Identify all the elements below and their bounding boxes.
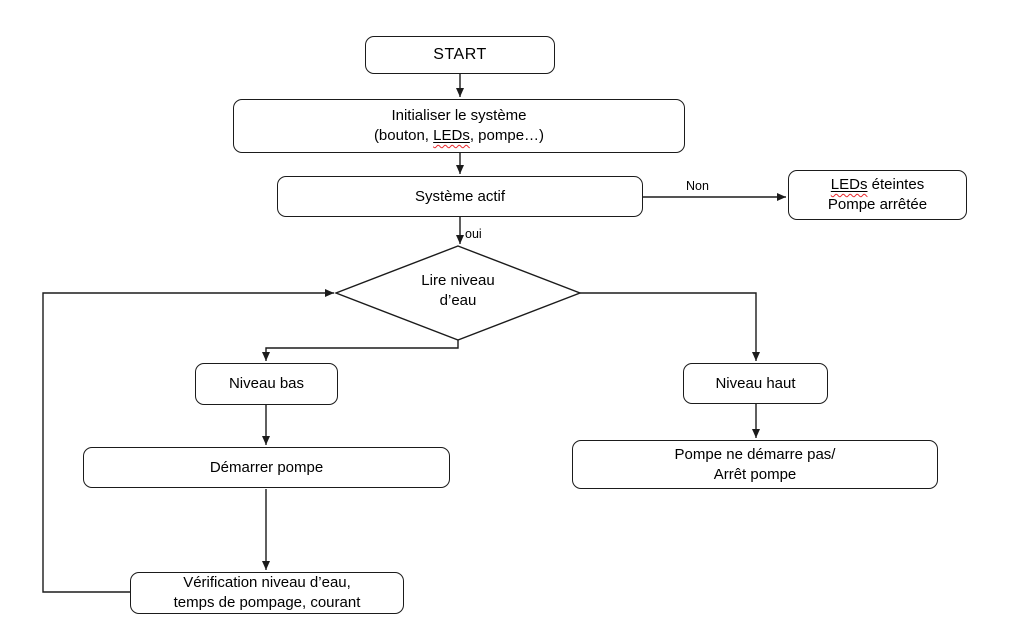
node-lire-niveau-deau: Lire niveau d’eau bbox=[388, 271, 528, 311]
node-init-line2-post: , pompe…) bbox=[469, 127, 545, 144]
node-systeme-actif-label: Système actif bbox=[414, 187, 506, 205]
decision-diamond-shape bbox=[334, 245, 582, 341]
node-initialiser-systeme: Initialiser le système (bouton, LEDs, po… bbox=[233, 99, 685, 153]
node-pompe-arret-line2: Arrêt pompe bbox=[713, 465, 797, 483]
edge-label-non: Non bbox=[686, 179, 709, 193]
node-niveau-bas-label: Niveau bas bbox=[228, 375, 305, 393]
node-verification-line1: Vérification niveau d’eau, bbox=[183, 574, 351, 592]
node-niveau-haut: Niveau haut bbox=[683, 363, 828, 404]
node-demarrer-pompe-label: Démarrer pompe bbox=[209, 458, 324, 476]
node-init-line2: (bouton, LEDs, pompe…) bbox=[374, 126, 544, 146]
node-start: START bbox=[365, 36, 555, 74]
node-pompe-arret-line1: Pompe ne démarre pas/ bbox=[674, 445, 836, 463]
edge-diamond-to-niveau-bas bbox=[262, 340, 459, 361]
node-demarrer-pompe: Démarrer pompe bbox=[83, 447, 450, 488]
edge-diamond-to-niveau-haut bbox=[580, 292, 760, 361]
node-niveau-bas: Niveau bas bbox=[195, 363, 338, 405]
edge-verification-loop-to-diamond bbox=[42, 289, 334, 593]
node-leds-line2: Pompe arrêtée bbox=[827, 196, 928, 213]
node-leds-misspelled-word: LEDs bbox=[830, 176, 868, 194]
node-systeme-actif: Système actif bbox=[277, 176, 643, 217]
node-pompe-arret: Pompe ne démarre pas/ Arrêt pompe bbox=[572, 440, 938, 489]
node-start-label: START bbox=[433, 46, 487, 64]
node-lire-niveau-line1: Lire niveau bbox=[421, 272, 495, 289]
node-leds-line1-post: éteintes bbox=[867, 176, 925, 194]
node-leds-line1: LEDs éteintes bbox=[831, 175, 924, 195]
node-verification: Vérification niveau d’eau, temps de pomp… bbox=[130, 572, 404, 614]
node-init-line1: Initialiser le système bbox=[391, 107, 527, 125]
edge-label-oui: oui bbox=[465, 227, 482, 241]
node-niveau-haut-label: Niveau haut bbox=[715, 374, 796, 392]
node-init-line2-pre: (bouton, bbox=[373, 127, 434, 144]
node-verification-line2: temps de pompage, courant bbox=[173, 594, 361, 611]
node-leds-eteintes: LEDs éteintes Pompe arrêtée bbox=[788, 170, 967, 220]
node-lire-niveau-line2: d’eau bbox=[439, 291, 477, 309]
node-init-misspelled-word: LEDs bbox=[433, 127, 470, 144]
